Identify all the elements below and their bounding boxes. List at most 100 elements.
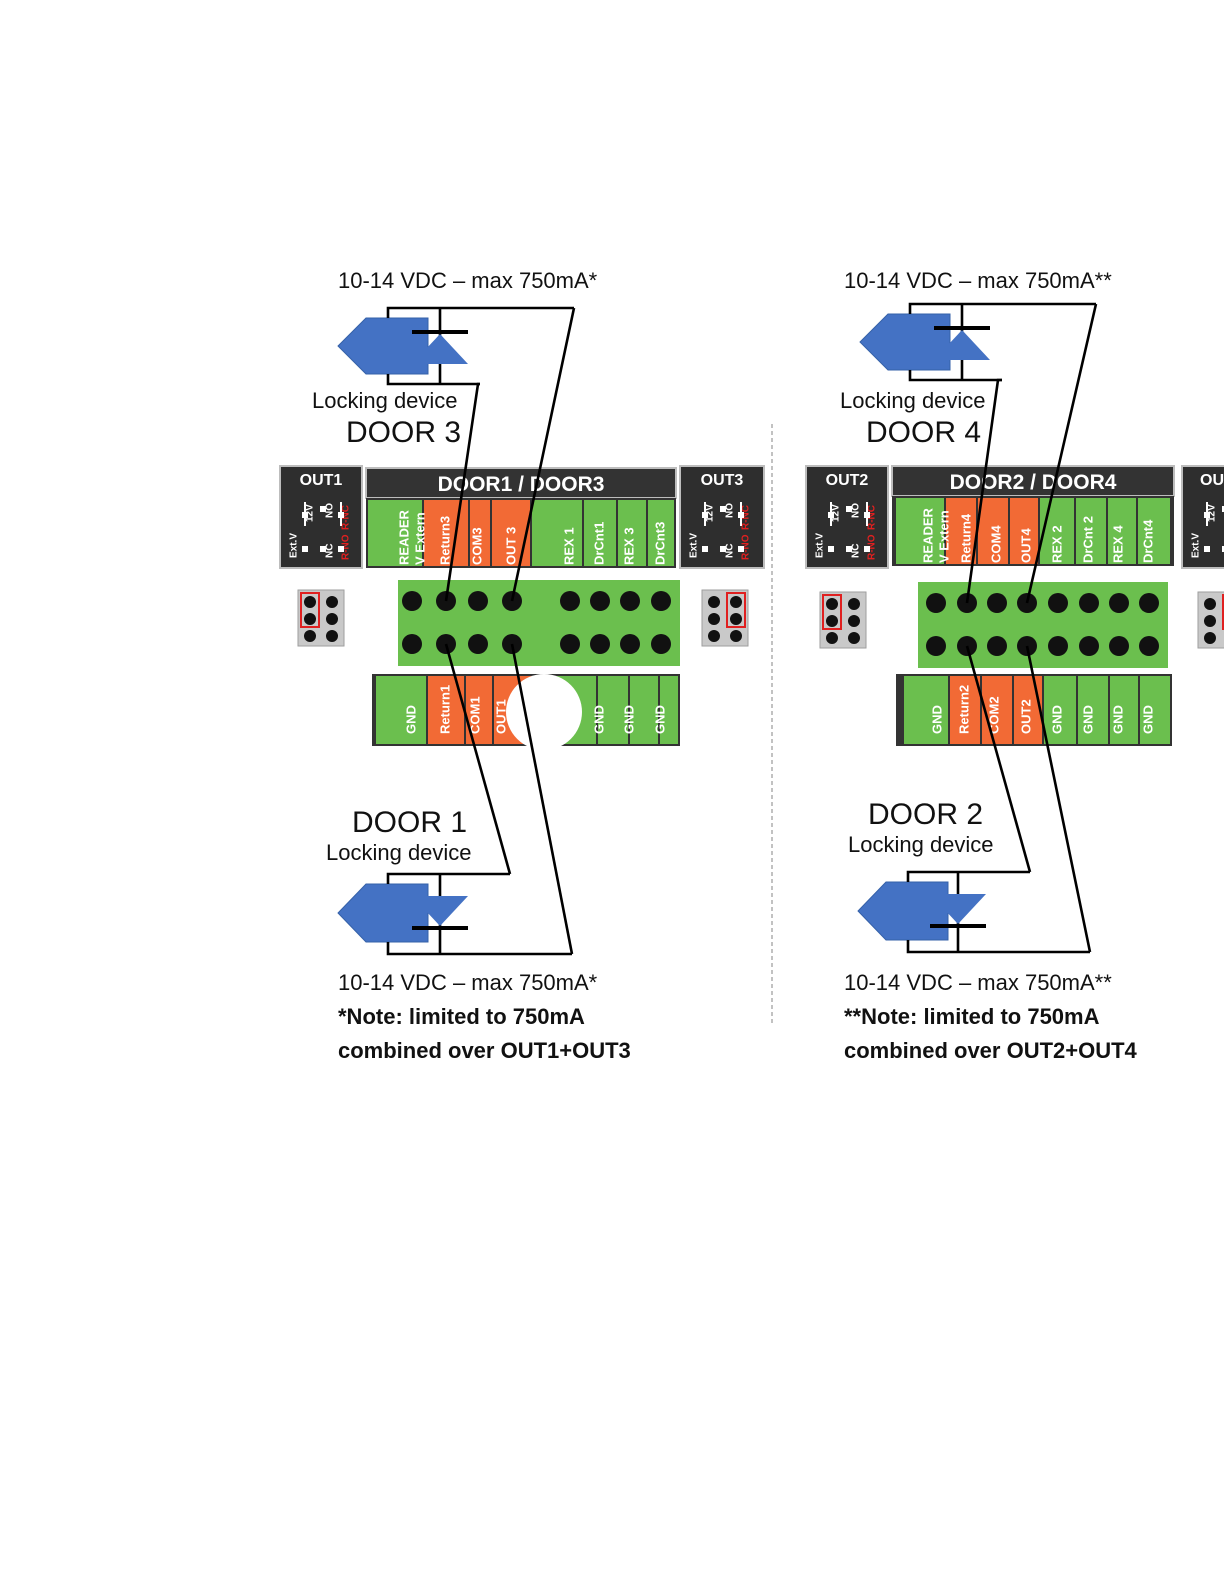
screw-terminal — [620, 591, 640, 611]
terminal-label: COM1 — [467, 696, 482, 734]
wire-to-out — [1025, 645, 1092, 953]
jumper-pin — [1204, 546, 1210, 552]
screw-terminal — [651, 591, 671, 611]
terminal-cell — [1076, 498, 1106, 564]
jumper-pin — [1222, 546, 1224, 552]
screw-terminal — [590, 591, 610, 611]
jumper-block-icon — [701, 589, 749, 647]
terminal-cell — [904, 676, 948, 744]
terminal-cell — [1044, 676, 1076, 744]
screw-terminal — [1109, 593, 1129, 613]
terminal-cell — [1014, 676, 1042, 744]
jumper-label: Ext.V — [689, 533, 700, 558]
jumper-label: NO — [851, 503, 862, 518]
note-line-2: combined over OUT1+OUT3 — [338, 1038, 631, 1063]
terminal-cell — [1110, 676, 1138, 744]
jumper-highlight — [726, 592, 746, 628]
terminal-cell — [896, 498, 944, 564]
terminal-label: GND — [591, 705, 606, 734]
board-title: DOOR2 / DOOR4 — [950, 471, 1117, 494]
terminal-label: READER — [920, 507, 935, 563]
terminal-cell — [1040, 498, 1074, 564]
jumper-pin — [846, 506, 852, 512]
jumper-pin — [338, 546, 344, 552]
screw-terminal — [987, 593, 1007, 613]
jumper-dot — [848, 632, 860, 644]
screw-terminal — [560, 591, 580, 611]
screw-terminal — [926, 636, 946, 656]
terminal-cell — [630, 676, 658, 744]
terminal-cell — [1078, 676, 1108, 744]
terminal-label: DrCnt1 — [591, 522, 606, 565]
jumper-block-icon — [1197, 591, 1224, 649]
screw-terminal — [1048, 593, 1068, 613]
out-block-title: OUT2 — [826, 472, 869, 489]
wire — [386, 306, 574, 318]
screw-terminal — [590, 634, 610, 654]
terminal-label: Return4 — [958, 513, 973, 563]
locking-device-icon — [337, 883, 429, 943]
jumper-label: 12V — [1207, 504, 1218, 522]
bottom-door-label: DOOR 1 — [352, 806, 467, 839]
wire — [386, 872, 510, 884]
jumper-label: Ext.V — [815, 533, 826, 558]
terminal-label: OUT4 — [1018, 528, 1033, 563]
bottom-locking-device-label: Locking device — [326, 840, 472, 865]
diode-icon — [930, 894, 986, 924]
terminal-cell — [950, 676, 980, 744]
jumper-pin — [846, 546, 852, 552]
wire-to-out — [1025, 303, 1098, 604]
terminal-label: REX 3 — [621, 527, 636, 565]
terminal-label: V Extern — [936, 510, 951, 563]
terminal-cell — [648, 500, 674, 566]
jumper-dot — [826, 598, 838, 610]
terminal-cell — [1108, 498, 1136, 564]
terminal-label: COM4 — [988, 525, 1003, 563]
jumper-dot — [826, 615, 838, 627]
jumper-pin — [302, 546, 308, 552]
terminal-label: GND — [929, 705, 944, 734]
jumper-pin — [738, 546, 744, 552]
jumper-label-relay: R-NC — [867, 505, 878, 530]
top-supply-label: 10-14 VDC – max 750mA* — [338, 268, 598, 293]
wire — [906, 940, 1090, 954]
screw-terminal — [651, 634, 671, 654]
jumper-dot — [848, 615, 860, 627]
locking-device-icon — [859, 313, 951, 371]
jumper-pin — [720, 546, 726, 552]
diode-icon — [934, 330, 990, 360]
screw-terminal — [468, 634, 488, 654]
note-line-1: **Note: limited to 750mA — [844, 1004, 1100, 1029]
jumper-dot — [326, 596, 338, 608]
jumper-label: NO — [725, 503, 736, 518]
jumper-highlight — [822, 594, 842, 630]
terminal-cell — [584, 500, 616, 566]
terminal-label: GND — [1140, 705, 1155, 734]
jumper-dot — [326, 630, 338, 642]
terminal-cell — [424, 500, 468, 566]
jumper-dot — [1204, 598, 1216, 610]
wire-to-return — [444, 643, 512, 875]
screw-terminal — [1048, 636, 1068, 656]
terminal-cell — [1010, 498, 1038, 564]
wire — [906, 870, 1030, 882]
terminal-label: GND — [1110, 705, 1125, 734]
terminal-label: GND — [652, 705, 667, 734]
terminal-label: READER — [396, 509, 411, 565]
board-title-bar — [891, 465, 1175, 497]
jumper-label: 12V — [831, 504, 842, 522]
terminal-cell — [618, 500, 646, 566]
out-block-title: OUT3 — [701, 472, 744, 489]
wire-to-out — [510, 307, 576, 602]
jumper-dot — [848, 598, 860, 610]
screw-terminal — [926, 593, 946, 613]
jumper-label: NC — [325, 544, 336, 558]
terminal-cell — [978, 498, 1008, 564]
jumper-dot — [708, 596, 720, 608]
jumper-pin — [828, 546, 834, 552]
locking-device-icon — [857, 881, 949, 941]
top-door-label: DOOR 3 — [346, 416, 461, 449]
jumper-label-relay: R-NC — [741, 505, 752, 530]
